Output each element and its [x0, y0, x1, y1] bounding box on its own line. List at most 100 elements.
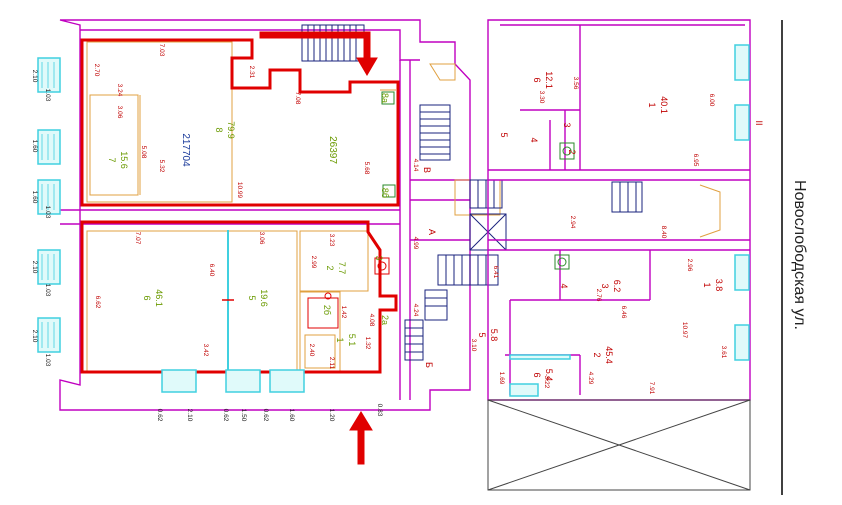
dimension-label: 3.06: [258, 232, 265, 245]
dimension-label: 5.08: [140, 146, 147, 159]
dimension-label: 1.03: [44, 354, 51, 367]
room-area: 79.9: [226, 121, 236, 139]
leased-premises-outline: [80, 38, 400, 374]
room-number: 1: [647, 102, 657, 107]
room-number: 5: [499, 132, 509, 137]
stairs-core: [404, 104, 643, 361]
dimension-label: 2.10: [31, 330, 38, 343]
room-number: 3: [562, 122, 572, 127]
room-area: 3.8: [714, 279, 724, 292]
dimension-label: 5.68: [363, 162, 370, 175]
room-area: 40.1: [659, 96, 669, 114]
dimension-label: 2.11: [328, 357, 335, 370]
dimension-label: 8.40: [660, 226, 667, 239]
room-number: Б: [424, 362, 434, 368]
room-number: II: [754, 120, 764, 125]
dimension-label: 3.23: [328, 234, 335, 247]
dimension-label: 3.61: [720, 346, 727, 359]
dimension-label: 4.08: [368, 314, 375, 327]
room-number: 7: [107, 157, 117, 162]
left-block-walls: [59, 19, 471, 411]
dimension-label: 0.62: [156, 409, 163, 422]
room-number: 2б: [322, 305, 332, 315]
room-area: 12.1: [544, 71, 554, 89]
room-area: 15.6: [119, 151, 129, 169]
dimension-label: 7.03: [158, 44, 165, 57]
dimension-label: 1.03: [44, 206, 51, 219]
room-number: 8: [214, 127, 224, 132]
room-number: В: [422, 167, 432, 173]
window-hatch: [41, 62, 55, 348]
room-number: 2а: [380, 315, 390, 325]
dimension-label: 1.50: [240, 409, 247, 422]
dimension-label: 3.56: [572, 77, 579, 90]
dimension-label: 3.06: [116, 106, 123, 119]
dimension-label: 0.62: [222, 409, 229, 422]
room-area: 6.2: [612, 280, 622, 293]
dimension-label: 2.96: [686, 259, 693, 272]
dimension-label: 7.91: [648, 382, 655, 395]
dimension-label: 2.10: [31, 70, 38, 83]
dimension-label: 3.22: [543, 376, 550, 389]
dimension-label: 6.62: [94, 296, 101, 309]
dimension-label: 1.42: [340, 306, 347, 319]
dimension-label: 10.99: [236, 182, 243, 199]
lower-right-annex: [487, 399, 751, 491]
dimension-label: 6.46: [620, 306, 627, 319]
dimension-label: 6.00: [708, 94, 715, 107]
dimension-label: 6.41: [492, 266, 499, 279]
room-number: 8a: [380, 93, 390, 103]
room-number: 6: [532, 372, 542, 377]
dimension-label: 7.08: [294, 92, 301, 105]
dimension-label: 5.32: [158, 160, 165, 173]
entry-arrow-top: [259, 31, 378, 76]
dimension-label: 1.69: [498, 372, 505, 385]
dimension-label: 1.32: [364, 337, 371, 350]
right-block-walls: [487, 19, 751, 401]
room-number: 3: [374, 255, 384, 260]
room-number: 5: [477, 332, 487, 337]
dimension-label: 4.24: [412, 304, 419, 317]
room-number: 4: [529, 137, 539, 142]
dimension-label: 3.10: [470, 339, 477, 352]
dimension-label: 4.14: [412, 159, 419, 172]
room-number: 5: [247, 295, 257, 300]
room-number: 4: [559, 283, 569, 288]
dimension-label: 2.40: [308, 344, 315, 357]
dimension-label: 0.62: [262, 409, 269, 422]
street-label: Новослободская ул.: [791, 180, 808, 330]
dimension-label: 10.97: [681, 322, 688, 339]
room-number: 8б: [380, 188, 390, 198]
dimension-label: 4.29: [587, 372, 594, 385]
room-area: 5.8: [489, 329, 499, 342]
room-area: 7.7: [337, 262, 347, 275]
dimension-label: 3.30: [538, 91, 545, 104]
entry-arrow-bottom: [349, 411, 373, 465]
sinks: [554, 142, 575, 270]
dimension-label: 4.99: [412, 237, 419, 250]
dimension-label: 1.20: [328, 409, 335, 422]
room-area: 5.4: [544, 369, 554, 382]
room-number: 2: [592, 352, 602, 357]
room-number: 3: [600, 283, 610, 288]
dimension-label: 2.99: [310, 256, 317, 269]
room-area: 45.4: [604, 346, 614, 364]
dimension-label: 0.83: [376, 404, 383, 417]
dimension-label: 6.95: [692, 154, 699, 167]
left-block-inner-lines: [86, 41, 501, 373]
room-number: А: [427, 229, 437, 235]
arched-niche: [699, 184, 721, 238]
dimension-label: 7.07: [134, 232, 141, 245]
fixtures-left: [307, 257, 390, 329]
room-number: 1: [335, 337, 345, 342]
dimension-label: 2.10: [186, 409, 193, 422]
dimension-label: 1.60: [31, 191, 38, 204]
room-area: 5.1: [347, 334, 357, 347]
room-number: 6: [142, 295, 152, 300]
room-area: 46.1: [154, 289, 164, 307]
dimension-label: 1.03: [44, 89, 51, 102]
dimension-label: 1.03: [44, 284, 51, 297]
dimension-label: 2.31: [248, 66, 255, 79]
